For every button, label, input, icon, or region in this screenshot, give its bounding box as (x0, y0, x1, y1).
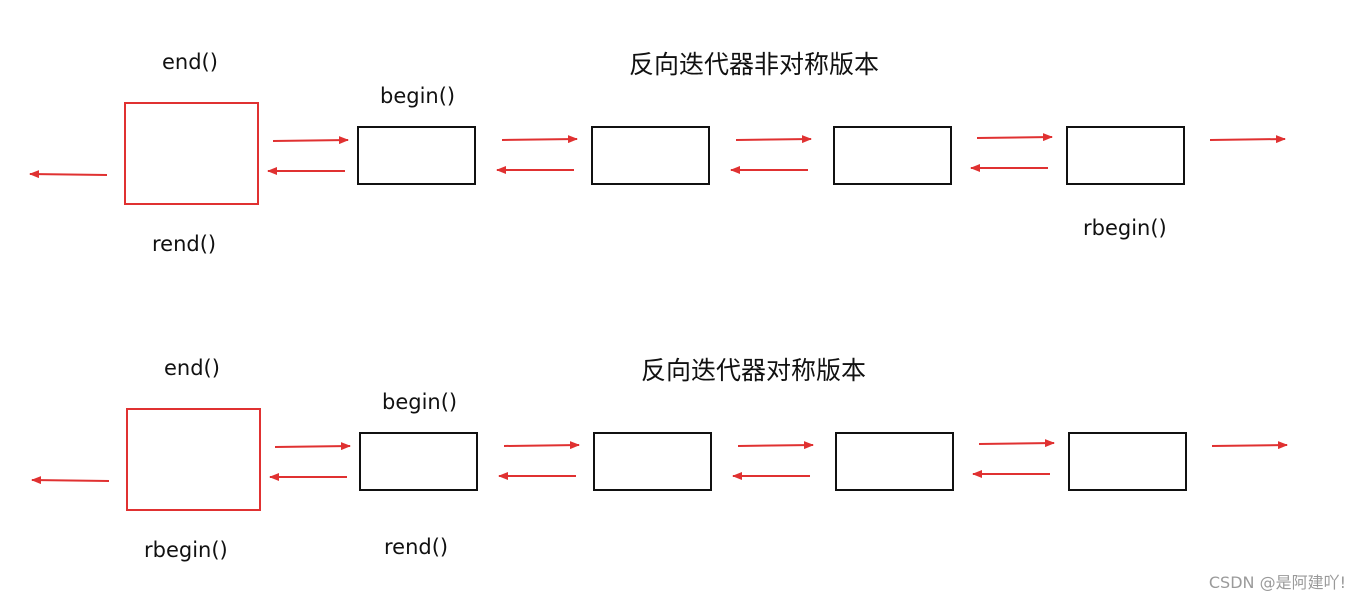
list-node (357, 126, 476, 185)
sentinel-node (126, 408, 261, 511)
diagram-title: 反向迭代器非对称版本 (629, 50, 880, 79)
list-node (593, 432, 712, 491)
next-arrow (737, 441, 814, 450)
list-node (359, 432, 478, 491)
sentinel-node (124, 102, 259, 205)
list-node (591, 126, 710, 185)
prev-arrow (29, 170, 108, 179)
list-node (1068, 432, 1187, 491)
watermark: CSDN @是阿建吖! (1208, 573, 1346, 592)
list-node (833, 126, 952, 185)
list-node (1066, 126, 1185, 185)
end-label: end() (162, 50, 218, 74)
rend-label: rend() (384, 535, 449, 559)
begin-label: begin() (382, 390, 458, 414)
next-arrow (274, 442, 351, 451)
end-label: end() (164, 356, 220, 380)
next-arrow (503, 441, 580, 450)
prev-arrow (31, 476, 110, 485)
begin-label: begin() (380, 84, 456, 108)
next-arrow (1211, 441, 1288, 450)
rbegin-label: rbegin() (1083, 216, 1167, 240)
rbegin-label: rbegin() (144, 538, 228, 562)
next-arrow (978, 439, 1055, 448)
next-arrow (976, 133, 1053, 142)
next-arrow (272, 136, 349, 145)
next-arrow (735, 135, 812, 144)
next-arrow (1209, 135, 1286, 144)
list-node (835, 432, 954, 491)
rend-label: rend() (152, 232, 217, 256)
next-arrow (501, 135, 578, 144)
diagram-title: 反向迭代器对称版本 (641, 356, 867, 385)
